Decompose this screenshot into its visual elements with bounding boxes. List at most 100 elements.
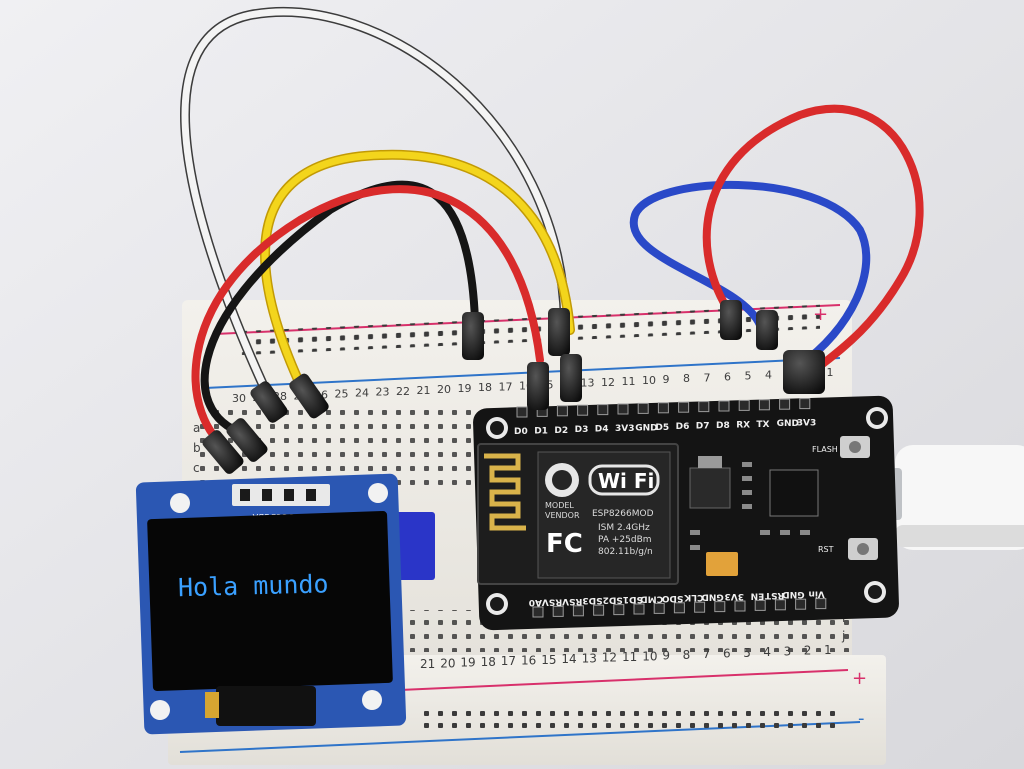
breadboard-column-number: 6 <box>724 370 731 383</box>
module-model-label: MODEL <box>545 501 574 510</box>
wire-red <box>191 185 544 454</box>
oled-pin-header <box>232 484 330 506</box>
breadboard-column-number: 21 <box>420 657 435 671</box>
pin-label: D5 <box>655 423 669 433</box>
rail-red-line-bottom <box>399 669 849 691</box>
rail-plus-label: + <box>813 304 828 325</box>
wire-yellow-core <box>261 151 574 399</box>
row-letter-j: j <box>841 629 845 643</box>
mount-hole-tr-inner <box>870 411 884 425</box>
header-pin <box>758 399 770 411</box>
mount-hole-br-inner <box>868 585 882 599</box>
pin-label: RSV <box>562 596 582 606</box>
pin-label: D7 <box>696 422 710 432</box>
breadboard-column-number: 18 <box>481 655 496 669</box>
pin-label: D0 <box>514 427 528 437</box>
pin-label: 3V3 <box>615 424 635 434</box>
pin-label: D8 <box>716 421 730 431</box>
breadboard-column-number: 2 <box>804 644 812 658</box>
breadboard-column-number: 19 <box>458 382 472 395</box>
plug <box>560 354 582 402</box>
pin-label: 3V3 <box>797 419 817 429</box>
smd-part <box>742 462 752 467</box>
oled-pins <box>240 489 316 501</box>
reset-button-cap <box>857 543 869 555</box>
usb-cable-shade <box>895 525 1024 547</box>
rail-holes-top <box>240 304 820 356</box>
pin-label: RST <box>764 590 784 600</box>
plug <box>756 310 778 350</box>
jumper-wires <box>180 6 924 454</box>
wifi-logo-box <box>588 464 660 496</box>
plug <box>289 373 329 419</box>
breadboard-column-number: 6 <box>723 647 731 661</box>
breadboard-column-number: 20 <box>440 656 455 670</box>
oled-ribbon-tab <box>205 692 219 718</box>
header-pin <box>779 398 791 410</box>
pin-label: GND <box>701 592 723 602</box>
breadboard-column-number: 13 <box>582 651 597 665</box>
oled-pin <box>240 489 250 501</box>
breadboard-column-number: 10 <box>642 649 657 663</box>
plug <box>527 362 549 410</box>
pin-label: D2 <box>554 426 568 436</box>
module-ism-label: ISM 2.4GHz <box>598 523 650 533</box>
pin-label: EN <box>751 590 765 600</box>
plug <box>462 312 484 360</box>
breadboard-column-number: 7 <box>703 647 711 661</box>
module-vendor-label: VENDOR <box>545 511 580 520</box>
breadboard-column-number: 23 <box>376 386 390 399</box>
header-pin <box>552 605 564 617</box>
breadboard-column-number: 17 <box>499 380 513 393</box>
breadboard-column-number: 11 <box>622 375 636 388</box>
breadboard-column-number: 1 <box>827 366 834 379</box>
breadboard-column-number: 5 <box>743 646 751 660</box>
header-pin <box>617 403 629 415</box>
header-pin <box>815 598 827 610</box>
breadboard-column-number: 4 <box>765 369 772 382</box>
breadboard-column-number: 19 <box>460 656 475 670</box>
rail-plus-label-bottom: + <box>852 668 867 689</box>
pin-label: SD3 <box>582 595 602 605</box>
usb-cable-body <box>895 445 1024 550</box>
module-pa-label: PA +25dBm <box>598 535 652 545</box>
wire-black <box>200 180 479 439</box>
fcc-logo: FC <box>546 529 583 559</box>
smd-part <box>742 476 752 481</box>
breadboard-column-number: 5 <box>745 370 752 383</box>
breadboard-column-number: 10 <box>642 374 656 387</box>
pin-label: CLK <box>683 592 703 602</box>
pin-label: A0 <box>529 597 542 607</box>
oled-pin <box>306 489 316 501</box>
usb-serial-chip <box>769 469 819 517</box>
header-pin <box>718 400 730 412</box>
header-pin <box>694 601 706 613</box>
pin-label: SDO <box>661 593 683 603</box>
capacitor-tantalum <box>706 552 738 576</box>
header-pin <box>597 404 609 416</box>
header-pin <box>714 601 726 613</box>
oled-hole-bl <box>150 700 170 720</box>
pin-label: D6 <box>676 422 690 432</box>
voltage-regulator <box>689 467 731 509</box>
pin-label: GND <box>777 419 799 429</box>
smd-components <box>690 462 810 550</box>
breadboard-column-number: 12 <box>601 376 615 389</box>
oled-display: GND VCC SCL SDA Hola mundo <box>135 473 407 735</box>
pin-label: D4 <box>595 425 609 435</box>
smd-part <box>780 530 790 535</box>
blue-jumper-block <box>395 512 435 580</box>
pin-label: SD1 <box>623 594 643 604</box>
plug <box>720 300 742 340</box>
pin-label: CMD <box>640 593 663 603</box>
row-letter-a: a <box>193 421 200 435</box>
breadboard-column-number: 16 <box>521 654 536 668</box>
smd-part <box>690 545 700 550</box>
pin-label: TX <box>756 420 769 430</box>
breadboard-column-number: 13 <box>581 377 595 390</box>
rail-holes-bottom <box>420 705 840 731</box>
header-pin <box>572 605 584 617</box>
wire-blue <box>629 180 871 369</box>
